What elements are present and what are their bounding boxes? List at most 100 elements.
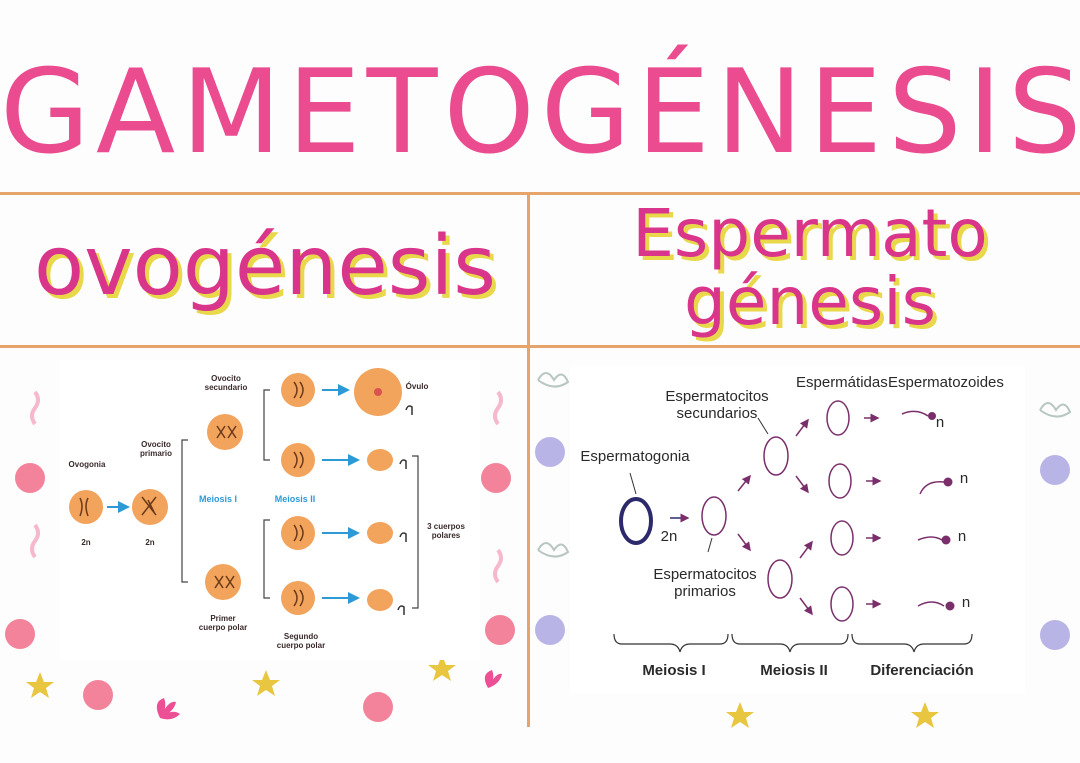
label-meiosis-ii: Meiosis II <box>760 662 828 679</box>
label-segundo-cuerpo-polar: Segundo cuerpo polar <box>276 632 326 651</box>
pink-dot <box>83 680 113 710</box>
pointer <box>757 417 769 435</box>
brace-diferenciacion <box>851 633 973 653</box>
brace-meiosis-ii <box>731 633 849 653</box>
ovogenesis-diagram: Ovogonia 2n Ovocito primario 2n Ovocito … <box>60 360 480 660</box>
label-meiosis-ii: Meiosis II <box>274 494 316 504</box>
primer-cuerpo-polar-cell <box>205 564 241 600</box>
flower-icon <box>156 698 180 720</box>
espermatogenesis-diagram: Espermatogonia 2n Espermatocitos primari… <box>570 366 1025 694</box>
star-icon <box>726 702 754 728</box>
label-2n: 2n <box>81 538 91 547</box>
arrow <box>795 475 809 494</box>
espermatocito-secundario-cell <box>763 436 789 476</box>
chromosome <box>293 589 304 607</box>
espermatida-cell <box>828 463 852 499</box>
espermatozoide-head <box>928 412 936 420</box>
pink-squiggle <box>493 548 503 584</box>
label-ovocito-secundario: Ovocito secundario <box>204 374 248 393</box>
label-primer-cuerpo-polar: Primer cuerpo polar <box>198 614 248 633</box>
polar-body <box>367 589 393 611</box>
label-ovocito-primario: Ovocito primario <box>139 440 172 459</box>
label-espermatocitos-secundarios: Espermatocitos secundarios <box>665 388 769 423</box>
flower-icon <box>484 670 502 688</box>
brace-meiosis-i <box>613 633 729 653</box>
espermatida-cell <box>830 520 854 556</box>
ovocito-secundario-cell <box>207 414 243 450</box>
lavender-dot <box>1040 620 1070 650</box>
leaf-icon <box>1039 402 1072 418</box>
left-decorations <box>5 390 515 722</box>
lavender-dot <box>535 437 565 467</box>
leaf-icon <box>537 372 570 388</box>
pink-squiggle <box>493 390 503 426</box>
espermatogenesis-title-line2: génesis <box>683 263 937 340</box>
pink-dot <box>5 619 35 649</box>
branch-line <box>263 519 270 599</box>
label-espermatocitos-primarios: Espermatocitos primarios <box>653 566 757 601</box>
espermatida-cell <box>830 586 854 622</box>
espermatozoide <box>917 536 943 541</box>
espermatozoide <box>917 601 945 607</box>
ovulo-nucleus <box>374 388 382 396</box>
label-espermatozoides: Espermatozoides <box>888 374 1004 391</box>
label-n: n <box>957 528 967 545</box>
chromosome <box>216 425 237 439</box>
n-label <box>399 459 407 469</box>
label-ovogonia: Ovogonia <box>68 460 106 469</box>
lavender-dot <box>1040 455 1070 485</box>
meiosis-ii-cell <box>281 581 315 615</box>
pink-squiggle <box>30 390 40 426</box>
espermatocito-secundario-cell <box>767 559 793 599</box>
espermatida-cell <box>826 400 850 436</box>
n-label <box>405 405 413 415</box>
arrow <box>799 597 813 616</box>
meiosis-ii-cell <box>281 443 315 477</box>
label-meiosis-i: Meiosis I <box>642 662 706 679</box>
star-icon <box>252 670 280 696</box>
star-icon <box>26 672 54 698</box>
pink-dot <box>15 463 45 493</box>
label-2n: 2n <box>145 538 155 547</box>
label-n: n <box>959 470 969 487</box>
chromosome <box>293 381 304 399</box>
label-ovulo: Óvulo <box>405 382 429 391</box>
espermatozoide <box>919 481 945 495</box>
espermatogonia-cell <box>619 497 653 545</box>
meiosis-ii-cell <box>281 373 315 407</box>
label-espermatogonia: Espermatogonia <box>580 448 690 465</box>
espermatocito-primario-cell <box>701 496 727 536</box>
ovogenesis-title: ovogénesis <box>33 219 496 314</box>
espermatozoide-head <box>945 601 955 611</box>
branch-line <box>263 389 270 461</box>
arrow <box>737 474 751 492</box>
espermatogenesis-title: Espermato génesis <box>540 200 1080 336</box>
branch-line <box>181 439 188 583</box>
pink-dot <box>485 615 515 645</box>
bracket <box>412 455 419 609</box>
espermatozoide <box>901 410 929 417</box>
right-decorations <box>535 372 1072 728</box>
espermatogenesis-title-line1: Espermato <box>632 195 988 272</box>
label-2n: 2n <box>660 528 678 545</box>
pointer <box>707 537 713 553</box>
pink-dot <box>363 692 393 722</box>
pink-dot <box>481 463 511 493</box>
divider-middle <box>0 345 1080 348</box>
n-label <box>397 605 405 615</box>
label-n: n <box>935 414 945 431</box>
chromosome <box>141 496 157 516</box>
page-title: GAMETOGÉNESIS <box>0 45 1080 180</box>
arrow <box>799 540 813 559</box>
meiosis-ii-cell <box>281 516 315 550</box>
ovogenesis-drawing <box>69 368 419 615</box>
espermatogenesis-drawing <box>613 400 973 653</box>
chromosome <box>293 451 304 469</box>
polar-body <box>367 449 393 471</box>
pink-squiggle <box>30 523 40 559</box>
chromosome <box>293 524 304 542</box>
label-espermatidas: Espermátidas <box>796 374 888 391</box>
arrow <box>737 533 751 552</box>
espermatozoide-head <box>943 477 953 487</box>
